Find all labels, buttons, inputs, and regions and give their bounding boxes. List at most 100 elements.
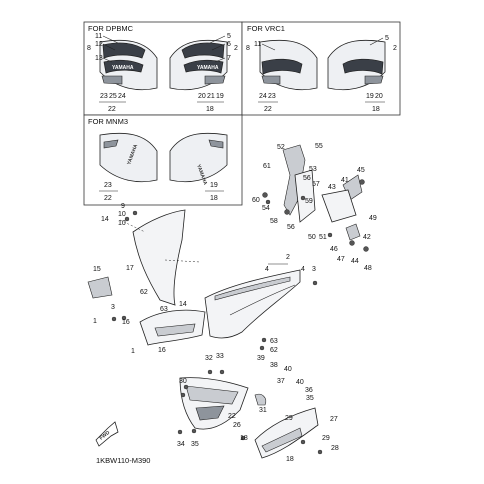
callout-num: 18 <box>286 456 294 463</box>
callout-num: 27 <box>330 416 338 423</box>
emblem-text: YAMAHA <box>197 65 219 71</box>
callout-num: 34 <box>177 441 185 448</box>
emblem-text: YAMAHA <box>112 65 134 71</box>
callout-num: 2 <box>234 45 238 52</box>
callout-num: 17 <box>126 265 134 272</box>
callout-num: 51 <box>319 234 327 241</box>
callout-num: 5 <box>385 35 389 42</box>
callout-num: 56 <box>287 224 295 231</box>
callout-num: 9 <box>121 203 125 210</box>
callout-num: 29 <box>322 435 330 442</box>
callout-num: 23 <box>104 182 112 189</box>
callout-num: 38 <box>270 362 278 369</box>
callout-num: 37 <box>277 378 285 385</box>
fwd-arrow-icon: FWD <box>95 421 119 447</box>
callout-num: 36 <box>305 387 313 394</box>
callout-num: 25 <box>109 93 117 100</box>
callout-num: 22 <box>228 413 236 420</box>
callout-num: 24 <box>259 93 267 100</box>
callout-num: 50 <box>308 234 316 241</box>
callout-num: 60 <box>252 197 260 204</box>
callout-num: 58 <box>270 218 278 225</box>
callout-num: 10 <box>118 220 126 227</box>
inset-mnm3: FOR MNM3 YAMAHA YAMAHA 23 19 22 18 <box>83 114 243 206</box>
bracket-assembly: 52 55 61 53 56 57 59 60 54 58 56 45 41 4… <box>252 143 377 272</box>
callout-num: 8 <box>87 45 91 52</box>
callout-num: 2 <box>286 254 290 261</box>
callout-num: 53 <box>309 166 317 173</box>
callout-num: 55 <box>315 143 323 150</box>
callout-num: 18 <box>210 195 218 202</box>
callout-num: 7 <box>227 55 231 62</box>
callout-num: 14 <box>179 301 187 308</box>
callout-num: 1 <box>93 318 97 325</box>
callout-num: 11 <box>254 41 261 48</box>
callout-num: 12 <box>95 41 103 48</box>
figure-code: 1KBW110-M390 <box>96 456 150 465</box>
callout-num: 5 <box>227 33 231 40</box>
callout-num: 45 <box>357 167 365 174</box>
inset-vrc1: FOR VRC1 8 11 5 2 24 23 19 20 22 18 <box>241 21 401 116</box>
callout-num: 10 <box>118 211 126 218</box>
callout-num: 6 <box>227 41 231 48</box>
callout-num: 43 <box>328 184 336 191</box>
right-under-cowl: 29 27 26 28 29 18 18 <box>233 407 339 463</box>
callout-num: 19 <box>210 182 218 189</box>
callout-num: 14 <box>101 216 109 223</box>
callout-num: 23 <box>268 93 276 100</box>
callout-num: 52 <box>277 144 285 151</box>
callout-num: 22 <box>264 106 272 113</box>
callout-num: 42 <box>363 234 371 241</box>
callout-num: 47 <box>337 256 345 263</box>
callout-num: 40 <box>296 379 304 386</box>
callout-num: 2 <box>393 45 397 52</box>
callout-num: 22 <box>108 106 116 113</box>
inner-panel-assembly: 9 10 10 14 15 17 62 14 1 3 16 63 1 16 <box>87 203 201 355</box>
callout-num: 49 <box>369 215 377 222</box>
callout-num: 48 <box>364 265 372 272</box>
callout-num: 26 <box>233 422 241 429</box>
inset-vrc1-title: FOR VRC1 <box>247 24 285 33</box>
callout-num: 41 <box>341 177 349 184</box>
fwd-label: FWD <box>99 430 112 442</box>
callout-num: 1 <box>131 348 135 355</box>
callout-num: 21 <box>207 93 215 100</box>
inset-dpbmc-title: FOR DPBMC <box>88 24 134 33</box>
callout-num: 54 <box>262 205 270 212</box>
callout-num: 4 <box>265 266 269 273</box>
callout-num: 40 <box>284 366 292 373</box>
callout-num: 32 <box>205 355 213 362</box>
callout-num: 61 <box>263 163 271 170</box>
callout-num: 31 <box>259 407 267 414</box>
callout-num: 15 <box>93 266 101 273</box>
callout-num: 28 <box>331 445 339 452</box>
callout-num: 16 <box>158 347 166 354</box>
inset-dpbmc: FOR DPBMC YAMAHA YAMAHA 11 12 8 13 5 6 2… <box>83 21 243 116</box>
callout-num: 22 <box>104 195 112 202</box>
under-cowl: 32 33 39 38 40 37 40 36 35 30 31 22 34 3… <box>177 353 314 448</box>
callout-num: 29 <box>285 415 293 422</box>
callout-num: 35 <box>306 395 314 402</box>
callout-num: 19 <box>366 93 374 100</box>
callout-num: 3 <box>312 266 316 273</box>
callout-num: 44 <box>351 258 359 265</box>
inset-mnm3-title: FOR MNM3 <box>88 117 128 126</box>
callout-num: 16 <box>122 319 130 326</box>
lower-tray <box>139 309 206 346</box>
side-cowl: 2 4 4 3 63 62 <box>204 254 318 354</box>
callout-num: 4 <box>301 266 305 273</box>
callout-num: 39 <box>257 355 265 362</box>
callout-num: 59 <box>305 198 313 205</box>
callout-num: 24 <box>118 93 126 100</box>
callout-num: 18 <box>206 106 214 113</box>
callout-num: 33 <box>216 353 224 360</box>
callout-num: 46 <box>330 246 338 253</box>
callout-num: 62 <box>140 289 148 296</box>
callout-num: 18 <box>372 106 380 113</box>
callout-num: 56 <box>303 175 311 182</box>
callout-num: 8 <box>246 45 250 52</box>
callout-num: 11 <box>95 33 102 40</box>
callout-num: 18 <box>240 435 248 442</box>
callout-num: 62 <box>270 347 278 354</box>
